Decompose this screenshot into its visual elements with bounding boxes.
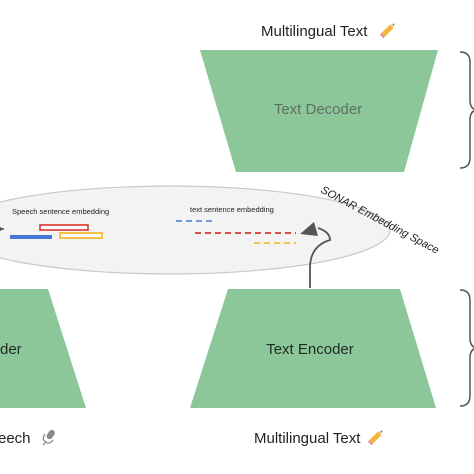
text-encoder-block [190, 289, 436, 408]
speech-embedding-yellow-bar [59, 232, 103, 239]
top-output-label: Multilingual Text [261, 23, 368, 40]
encoder-bracket [459, 289, 474, 407]
microphone-icon [42, 429, 55, 446]
left-arrow-icon [0, 227, 4, 231]
text-encoder-label: Text Encoder [266, 341, 354, 358]
speech-input-label: eech [0, 430, 31, 447]
decoder-bracket [459, 51, 474, 169]
encoder-to-space-arrow [309, 227, 331, 288]
text-decoder-label: Text Decoder [274, 101, 362, 118]
bottom-input-label: Multilingual Text [254, 430, 361, 447]
arrow-head-icon [300, 222, 318, 236]
text-embedding-label: text sentence embedding [190, 205, 274, 214]
speech-encoder-label: der [0, 341, 22, 358]
sonar-embedding-space [0, 185, 391, 275]
speech-embedding-red-bar [39, 224, 89, 231]
text-decoder-block [200, 50, 438, 172]
speech-encoder-block [0, 289, 86, 408]
pencil-icon [367, 430, 383, 446]
speech-embedding-blue-bar [10, 235, 52, 239]
pencil-icon [379, 23, 395, 39]
speech-embedding-label: Speech sentence embedding [12, 207, 109, 216]
